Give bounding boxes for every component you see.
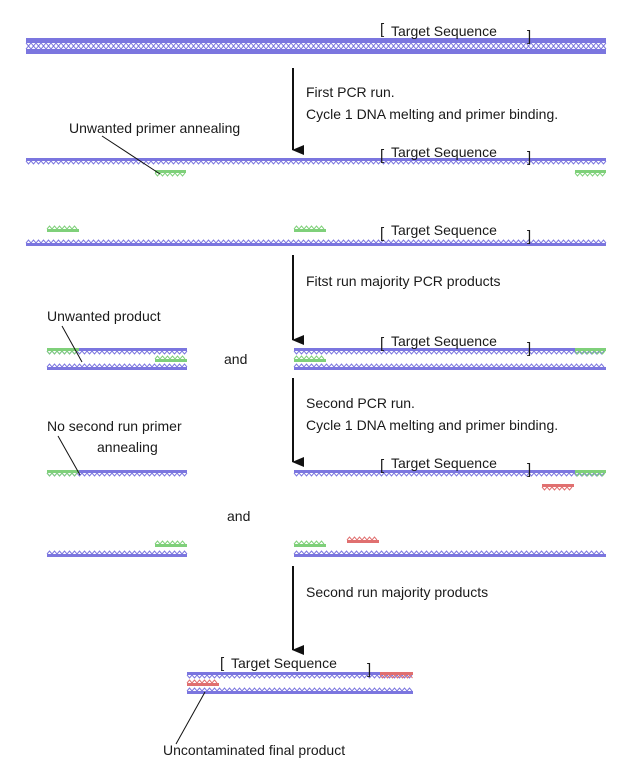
svg-text:]: ] bbox=[527, 149, 531, 166]
unwanted-product-label: Unwanted product bbox=[47, 308, 161, 324]
final-product-top bbox=[186, 672, 413, 679]
target-label-5: [ Target Sequence ] bbox=[380, 455, 531, 478]
final-primer-left bbox=[186, 679, 219, 686]
pointer-lines bbox=[57, 135, 206, 745]
svg-text:]: ] bbox=[367, 661, 371, 678]
target-sequence-text: Target Sequence bbox=[391, 455, 497, 471]
final-product-bottom bbox=[186, 687, 413, 694]
step3-subtitle: Cycle 1 DNA melting and primer binding. bbox=[306, 417, 558, 433]
primer-unwanted bbox=[154, 170, 186, 177]
no-second-annealing-label-2: annealing bbox=[97, 439, 158, 455]
target-label-4: [ Target Sequence ] bbox=[380, 333, 531, 357]
target-label-6: [ Target Sequence ] bbox=[220, 655, 371, 678]
target-label-1: [ Target Sequence ] bbox=[380, 21, 531, 45]
second-run-unwanted-bottom bbox=[46, 550, 188, 557]
pointer-no-second-annealing bbox=[57, 435, 81, 476]
unwanted-annealing-label: Unwanted primer annealing bbox=[69, 120, 240, 136]
target-product-bottom bbox=[293, 363, 606, 370]
final-product-label: Uncontaminated final product bbox=[163, 742, 345, 758]
svg-text:[: [ bbox=[380, 21, 385, 38]
second-run-target-top bbox=[293, 470, 606, 477]
no-second-annealing-label-1: No second run primer bbox=[47, 418, 182, 434]
second-run-unwanted-primer bbox=[46, 470, 79, 477]
svg-text:[: [ bbox=[220, 655, 225, 672]
target-sequence-text: Target Sequence bbox=[391, 144, 497, 160]
template-duplex bbox=[25, 38, 607, 54]
step4-caption: Second run majority products bbox=[306, 584, 488, 600]
svg-text:]: ] bbox=[527, 340, 531, 357]
svg-text:[: [ bbox=[380, 457, 385, 474]
target-sequence-text: Target Sequence bbox=[231, 655, 337, 671]
final-primer-right bbox=[379, 672, 413, 679]
step2-caption: Fitst run majority PCR products bbox=[306, 273, 501, 289]
captions: First PCR run. Cycle 1 DNA melting and p… bbox=[47, 84, 558, 758]
unwanted-product-primer-b bbox=[154, 355, 187, 362]
step1-subtitle: Cycle 1 DNA melting and primer binding. bbox=[306, 106, 558, 122]
target-label-2: [ Target Sequence ] bbox=[380, 144, 531, 166]
primer-first-mid bbox=[293, 225, 326, 232]
second-run-inner-primer-r bbox=[541, 484, 574, 491]
and-label-2: and bbox=[227, 508, 250, 524]
second-run-target-bottom bbox=[293, 550, 606, 557]
target-sequence-labels: [ Target Sequence ] [ Target Sequence ] … bbox=[220, 21, 531, 678]
svg-text:[: [ bbox=[380, 147, 385, 164]
second-run-inner-primer-f bbox=[346, 536, 379, 543]
melted-bottom-strand bbox=[25, 239, 607, 246]
target-product-primer-b bbox=[293, 355, 326, 362]
svg-text:[: [ bbox=[380, 335, 385, 352]
step1-title: First PCR run. bbox=[306, 84, 395, 100]
target-label-3: [ Target Sequence ] bbox=[380, 222, 531, 245]
pointer-unwanted-annealing bbox=[101, 135, 161, 175]
pointer-unwanted-product bbox=[61, 325, 83, 363]
svg-text:]: ] bbox=[527, 461, 531, 478]
and-label-1: and bbox=[224, 351, 247, 367]
unwanted-product-primer-a bbox=[46, 348, 79, 355]
svg-text:]: ] bbox=[527, 28, 531, 45]
svg-text:[: [ bbox=[380, 225, 385, 242]
target-sequence-text: Target Sequence bbox=[391, 333, 497, 349]
pointer-final-product bbox=[175, 691, 206, 745]
svg-text:]: ] bbox=[527, 228, 531, 245]
primer-first-left bbox=[46, 225, 79, 232]
step3-title: Second PCR run. bbox=[306, 395, 415, 411]
target-sequence-text: Target Sequence bbox=[391, 222, 497, 238]
second-run-target-green bbox=[574, 470, 606, 477]
primers bbox=[46, 170, 606, 686]
target-sequence-text: Target Sequence bbox=[391, 23, 497, 39]
target-product-primer-a bbox=[574, 348, 606, 355]
unwanted-product-bottom bbox=[46, 363, 188, 370]
second-run-target-green-b bbox=[293, 540, 326, 547]
melted-top-strand bbox=[25, 158, 607, 165]
second-run-unwanted-primer-b bbox=[154, 540, 187, 547]
target-product-top bbox=[293, 348, 606, 355]
primer-forward-first bbox=[574, 170, 606, 177]
